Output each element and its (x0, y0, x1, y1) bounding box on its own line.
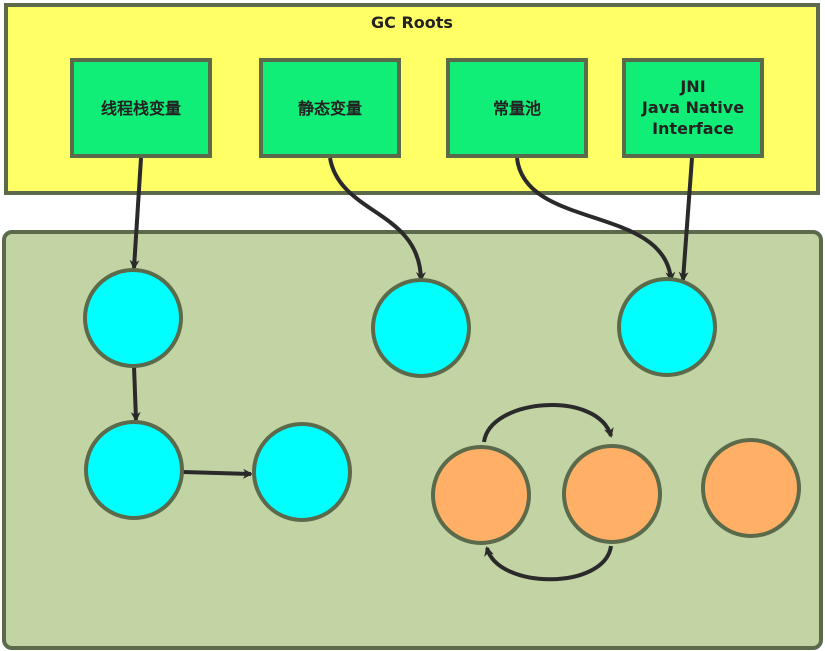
root-box-thread-stack-vars (70, 58, 212, 158)
reachable-object-4 (617, 277, 717, 377)
arrow-constant-pool-to-object-4 (515, 157, 676, 282)
root-box-constant-pool (446, 58, 588, 158)
arrow-static-vars-to-object-3 (328, 157, 426, 282)
root-label-thread-stack-vars: 线程栈变量 (101, 99, 181, 118)
root-label-jni-line-3: Interface (652, 119, 734, 138)
arrow-object-6-to-object-7 (482, 403, 614, 443)
root-label-static-vars: 静态变量 (298, 99, 362, 118)
root-box-jni (622, 58, 764, 158)
root-label-constant-pool: 常量池 (493, 99, 541, 118)
unreachable-object-3 (701, 438, 801, 538)
unreachable-object-2 (562, 444, 662, 544)
arrow-object-7-to-object-6 (484, 545, 613, 582)
arrow-object-2-to-object-5 (182, 468, 253, 479)
reachable-object-2 (84, 420, 184, 520)
arrow-object-1-to-object-2 (130, 365, 141, 422)
reachable-object-1 (83, 268, 183, 368)
arrow-thread-stack-to-object-1 (129, 157, 143, 270)
arrow-jni-to-object-4 (678, 157, 694, 282)
root-label-jni-line-2: Java Native (641, 98, 744, 117)
reachable-object-5 (252, 422, 352, 522)
heap-panel (2, 230, 823, 650)
gc-roots-title: GC Roots (371, 13, 453, 32)
root-box-static-vars (259, 58, 401, 158)
root-label-jni-line-1: JNI (679, 77, 705, 96)
reachable-object-3 (371, 278, 471, 378)
unreachable-object-1 (431, 445, 531, 545)
